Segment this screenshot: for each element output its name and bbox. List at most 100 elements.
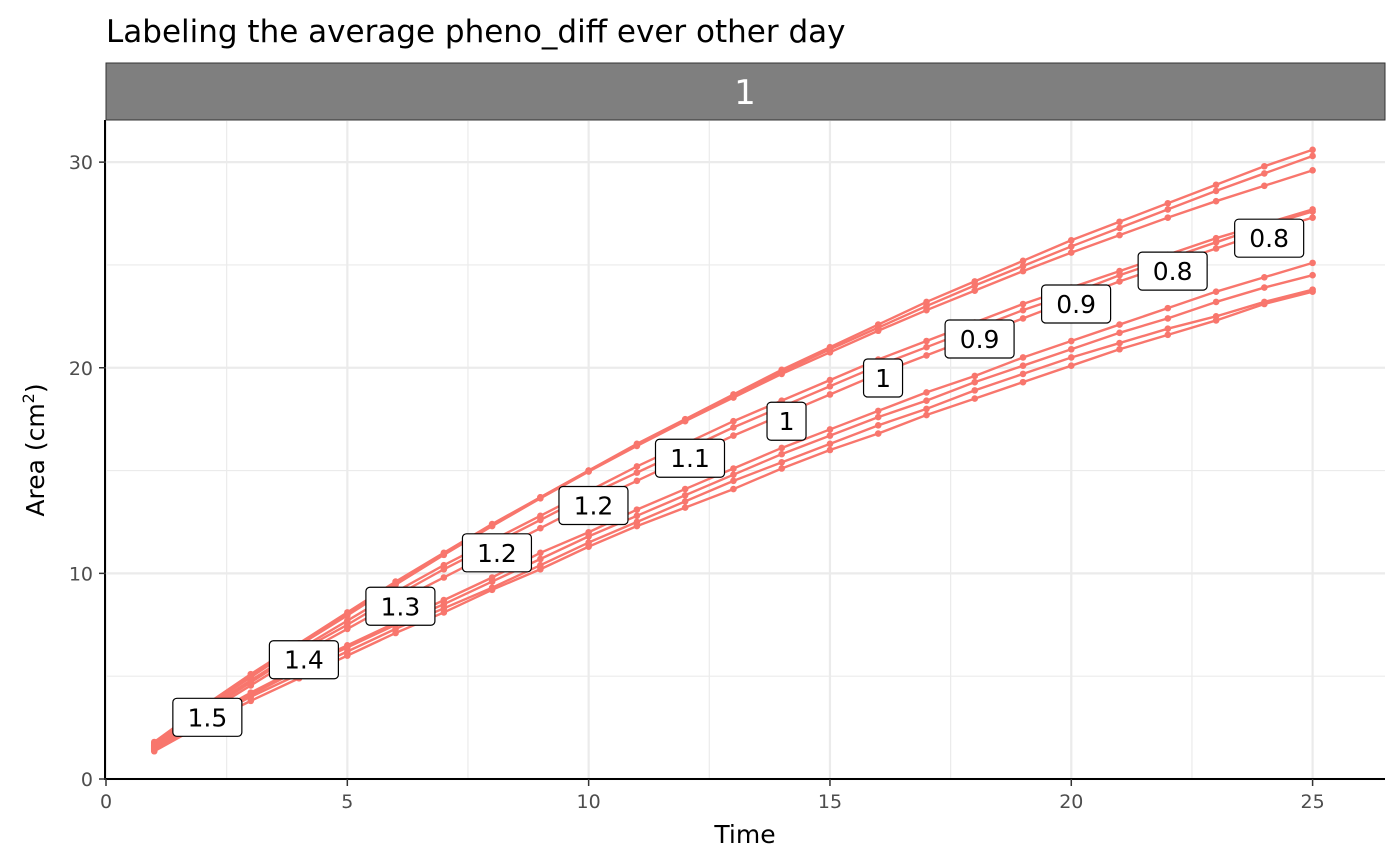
annotation-label: 0.8 [1137, 251, 1208, 291]
annotation-box [268, 640, 339, 680]
annotation-box [172, 697, 243, 737]
data-point [1116, 218, 1123, 226]
annotation-label: 1.5 [172, 697, 243, 737]
data-point [826, 446, 834, 454]
annotation-box [766, 401, 807, 441]
data-point [1164, 315, 1172, 322]
data-point [778, 444, 785, 452]
y-tick-label: 10 [69, 563, 93, 585]
data-point [1116, 329, 1123, 337]
annotation-box [365, 586, 436, 626]
data-point [1019, 370, 1027, 378]
data-point [681, 491, 689, 499]
data-point [1164, 304, 1172, 312]
data-point [1309, 152, 1316, 160]
annotation-text: 0.8 [1153, 257, 1193, 286]
annotation-label: 0.9 [944, 319, 1015, 359]
annotation-label: 1 [862, 358, 904, 398]
data-point [681, 504, 689, 511]
annotation-text: 1.5 [187, 703, 227, 732]
x-axis-title: Time [713, 820, 775, 849]
data-point [778, 465, 785, 472]
data-point [1019, 262, 1027, 270]
y-tick-label: 30 [69, 152, 93, 174]
data-point [1116, 271, 1123, 279]
data-point [537, 555, 544, 563]
data-point [874, 407, 882, 415]
annotation-label: 1.1 [654, 438, 726, 478]
series-3 [150, 167, 1316, 748]
annotation-label: 1.2 [558, 485, 629, 526]
chart-title: Labeling the average pheno_diff ever oth… [106, 14, 845, 50]
annotation-text: 1 [875, 364, 891, 393]
series-line [153, 290, 1313, 753]
data-point [923, 389, 930, 396]
data-point [1164, 325, 1172, 332]
facet-strip [105, 62, 1386, 121]
data-point [730, 394, 737, 401]
annotation-text: 0.8 [1249, 224, 1289, 253]
data-point [537, 565, 544, 573]
data-point [923, 397, 930, 404]
data-point [730, 424, 737, 431]
data-point [1164, 199, 1172, 207]
data-point [1261, 273, 1268, 281]
annotation-text: 1.2 [477, 539, 517, 568]
data-point [971, 372, 979, 380]
data-point [681, 498, 689, 505]
data-point [1067, 345, 1075, 353]
data-point [923, 411, 930, 419]
data-point [1019, 267, 1027, 275]
data-point [1212, 245, 1220, 252]
data-point [1212, 317, 1220, 324]
data-point [971, 378, 979, 386]
data-point [1019, 257, 1027, 265]
data-point [488, 522, 496, 530]
data-point [1309, 271, 1316, 279]
data-point [1309, 146, 1316, 154]
data-point [778, 370, 785, 378]
annotation-text: 1.3 [381, 592, 421, 621]
data-point [1019, 354, 1027, 361]
data-point [1309, 288, 1316, 295]
data-point [585, 533, 592, 540]
facet-strip-label: 1 [734, 73, 756, 113]
annotation-label: 0.9 [1041, 284, 1112, 324]
data-point [1164, 331, 1172, 339]
data-point [730, 477, 737, 485]
data-point [150, 747, 158, 755]
data-point [681, 485, 689, 493]
series-line [153, 288, 1313, 752]
y-axis-title-close: ) [21, 383, 50, 393]
data-point [1116, 231, 1123, 239]
data-point [1164, 214, 1172, 221]
data-point [923, 343, 930, 351]
data-point [1212, 181, 1220, 189]
data-point [1019, 362, 1027, 369]
x-tick-label: 10 [577, 791, 601, 813]
data-point [874, 422, 882, 429]
data-point [1019, 306, 1027, 314]
data-point [1019, 315, 1027, 322]
data-point [1067, 236, 1075, 244]
data-point [730, 432, 737, 439]
data-point [392, 629, 399, 637]
data-point [923, 352, 930, 359]
data-point [1212, 197, 1220, 205]
data-point [537, 549, 544, 557]
data-point [1067, 354, 1075, 361]
data-point [826, 440, 834, 448]
data-point [633, 522, 641, 530]
data-point [344, 612, 351, 619]
data-point [923, 405, 930, 413]
y-axis-title-superscript: 2 [19, 393, 38, 403]
data-point [730, 465, 737, 472]
data-point [923, 337, 930, 345]
data-point [1212, 288, 1220, 295]
data-point [1261, 170, 1268, 177]
data-point [874, 413, 882, 421]
annotation-label: 1.3 [365, 586, 436, 626]
data-point [1116, 278, 1123, 285]
data-point [585, 543, 592, 550]
